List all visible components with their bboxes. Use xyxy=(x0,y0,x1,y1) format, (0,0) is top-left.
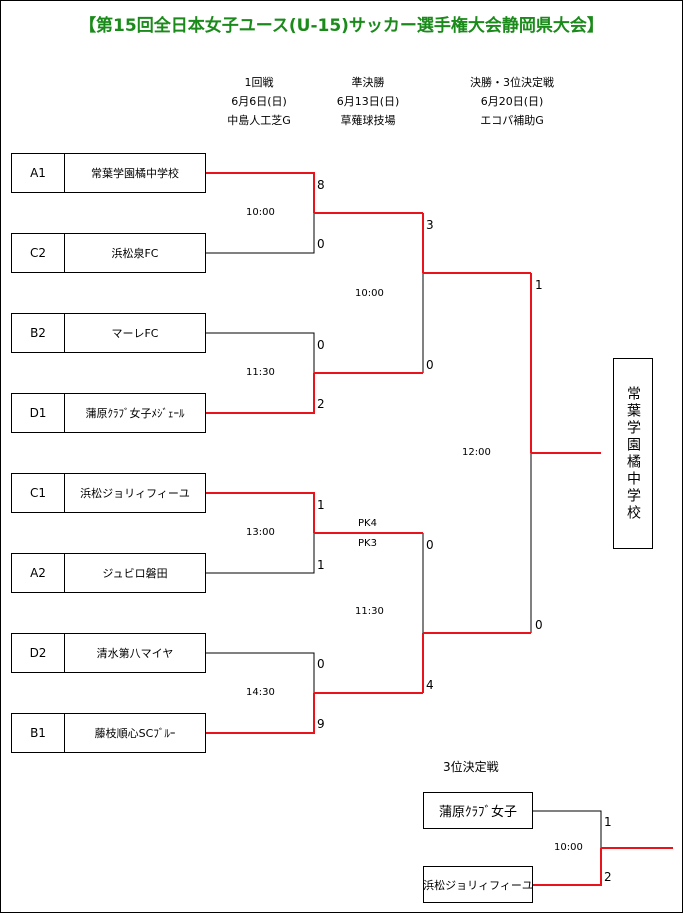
team-seed: A1 xyxy=(12,154,65,192)
match-time: 10:00 xyxy=(554,842,583,853)
team-seed: B2 xyxy=(12,314,65,352)
team-name: 浜松ジョリィフィーユ xyxy=(80,487,190,500)
final-venue: エコパ補助G xyxy=(480,114,544,127)
team-box-b2: B2 マーレFC xyxy=(11,313,206,353)
score: 1 xyxy=(535,278,543,292)
third-place-team-bottom: 浜松ジョリィフィーユ xyxy=(423,866,533,903)
team-box-d2: D2 清水第八マイヤ xyxy=(11,633,206,673)
r1-match2-bottom xyxy=(206,373,315,414)
match-time: 10:00 xyxy=(355,288,384,299)
r1-match4-bottom xyxy=(206,693,315,734)
score: 0 xyxy=(317,237,325,251)
semifinal-name: 準決勝 xyxy=(351,76,385,89)
round1-name: 1回戦 xyxy=(244,76,274,89)
semifinal-venue: 草薙球技場 xyxy=(340,114,396,127)
score: 4 xyxy=(426,678,434,692)
team-seed: C2 xyxy=(12,234,65,272)
match-time: 14:30 xyxy=(246,687,275,698)
score: 2 xyxy=(317,397,325,411)
team-name: 常葉学園橘中学校 xyxy=(91,167,179,180)
match-time: 11:30 xyxy=(355,606,384,617)
team-box-c1: C1 浜松ジョリィフィーユ xyxy=(11,473,206,513)
r1-match1-top xyxy=(206,172,315,213)
team-name: 浜松泉FC xyxy=(111,247,159,260)
final-header: 決勝・3位決定戦 6月20日(日) エコパ補助G xyxy=(442,73,582,130)
semifinal-header: 準決勝 6月13日(日) 草薙球技場 xyxy=(298,73,438,130)
round1-venue: 中島人工芝G xyxy=(227,114,291,127)
r1-match1-bottom xyxy=(206,213,315,254)
match-time: 11:30 xyxy=(246,367,275,378)
third-place-match-top xyxy=(533,810,602,848)
match-time: 12:00 xyxy=(462,447,491,458)
third-place-title: 3位決定戦 xyxy=(443,760,499,774)
team-box-d1: D1 蒲原ｸﾗﾌﾞ女子ﾒｼﾞｪｰﾙ xyxy=(11,393,206,433)
team-box-c2: C2 浜松泉FC xyxy=(11,233,206,273)
score: 1 xyxy=(317,558,325,572)
score: 0 xyxy=(317,657,325,671)
team-name: ジュビロ磐田 xyxy=(102,567,168,580)
final-date: 6月20日(日) xyxy=(480,95,544,108)
team-name: マーレFC xyxy=(111,327,159,340)
score: 1 xyxy=(317,498,325,512)
score: 1 xyxy=(604,815,612,829)
r1-match2-top xyxy=(206,332,315,373)
score: 8 xyxy=(317,178,325,192)
team-seed: C1 xyxy=(12,474,65,512)
score: 9 xyxy=(317,717,325,731)
page-title: 【第15回全日本女子ユース(U-15)サッカー選手権大会静岡県大会】 xyxy=(79,16,604,36)
score: 0 xyxy=(426,538,434,552)
score: 0 xyxy=(426,358,434,372)
team-box-a1: A1 常葉学園橘中学校 xyxy=(11,153,206,193)
score: 0 xyxy=(535,618,543,632)
team-name: 蒲原ｸﾗﾌﾞ女子ﾒｼﾞｪｰﾙ xyxy=(85,407,185,420)
team-box-b1: B1 藤枝順心SCﾌﾞﾙｰ xyxy=(11,713,206,753)
third-place-team-top: 蒲原ｸﾗﾌﾞ女子 xyxy=(423,792,533,829)
score: 3 xyxy=(426,218,434,232)
semifinal-date: 6月13日(日) xyxy=(336,95,400,108)
r1-match4-top xyxy=(206,652,315,693)
third-place-match-bottom xyxy=(533,848,602,886)
r1-match3-bottom xyxy=(206,533,315,574)
team-name: 藤枝順心SCﾌﾞﾙｰ xyxy=(94,727,176,740)
team-seed: D2 xyxy=(12,634,65,672)
round1-date: 6月6日(日) xyxy=(231,95,287,108)
champion-box: 常葉学園橘中学校 xyxy=(613,358,653,549)
pk-score: PK3 xyxy=(358,538,377,549)
winner-lines xyxy=(206,172,673,886)
final-name: 決勝・3位決定戦 xyxy=(470,76,554,89)
team-name: 清水第八マイヤ xyxy=(96,647,174,660)
score: 2 xyxy=(604,870,612,884)
r1-match3-top xyxy=(206,492,315,533)
score: 0 xyxy=(317,338,325,352)
match-time: 13:00 xyxy=(246,527,275,538)
pk-score: PK4 xyxy=(358,518,377,529)
match-time: 10:00 xyxy=(246,207,275,218)
round1-header: 1回戦 6月6日(日) 中島人工芝G xyxy=(189,73,329,130)
loser-lines xyxy=(206,213,602,848)
team-seed: B1 xyxy=(12,714,65,752)
team-seed: D1 xyxy=(12,394,65,432)
team-box-a2: A2 ジュビロ磐田 xyxy=(11,553,206,593)
team-seed: A2 xyxy=(12,554,65,592)
